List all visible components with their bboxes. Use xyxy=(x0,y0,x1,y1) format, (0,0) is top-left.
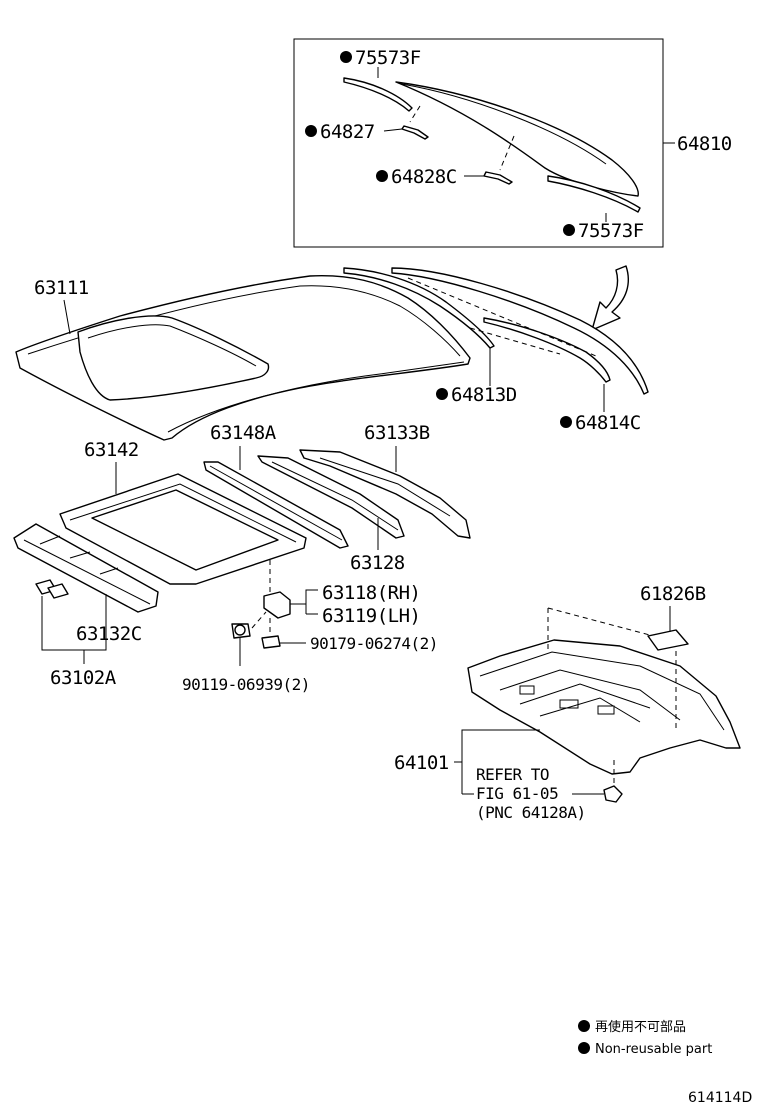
callout-63142: 63142 xyxy=(84,439,139,461)
callout-64827: 64827 xyxy=(320,121,375,143)
legend-marker xyxy=(578,1020,590,1032)
bracket-63118-63119[interactable] xyxy=(263,591,291,619)
legend-jp: 再使用不可部品 xyxy=(595,1019,686,1035)
rail-63128[interactable] xyxy=(257,455,405,539)
callout-75573f-bottom: 75573F xyxy=(578,220,644,242)
callout-63102a: 63102A xyxy=(50,667,117,689)
roof-mouldings-group: 64813D 64814C xyxy=(343,267,649,434)
callout-64101: 64101 xyxy=(394,752,449,774)
callout-63132c: 63132C xyxy=(76,623,142,645)
nut-90179-06274[interactable] xyxy=(261,635,281,649)
moulding-64814c-lower[interactable] xyxy=(483,317,611,383)
moulding-64814c[interactable] xyxy=(391,267,649,395)
callout-64813d: 64813D xyxy=(451,384,517,406)
package-tray-panel-64101[interactable] xyxy=(467,639,741,775)
package-tray-group: 61826B 64101 REFER TO FIG 61-05 (PNC 641… xyxy=(394,583,741,822)
callout-90179: 90179-06274(2) xyxy=(310,634,438,653)
moulding-75573f-top[interactable] xyxy=(343,77,413,112)
legend-marker xyxy=(578,1042,590,1054)
callout-75573f-top: 75573F xyxy=(355,47,421,69)
roof-panel-group: 63111 xyxy=(15,275,471,441)
back-window-glass-group: 75573F 64827 64828C 75573F 64810 xyxy=(293,38,732,248)
callout-64828c: 64828C xyxy=(391,166,457,188)
glass-group-frame xyxy=(293,38,664,248)
callout-63111: 63111 xyxy=(34,277,89,299)
rail-63148a[interactable] xyxy=(203,461,349,549)
moulding-75573f-bottom[interactable] xyxy=(547,175,641,213)
callout-64810: 64810 xyxy=(677,133,732,155)
spacer-64827[interactable] xyxy=(401,125,429,140)
rail-63133b[interactable] xyxy=(299,449,471,539)
spacer-64828c[interactable] xyxy=(483,171,513,185)
callout-90119: 90119-06939(2) xyxy=(182,675,310,694)
label-61826b[interactable] xyxy=(647,629,689,651)
callout-64814c: 64814C xyxy=(575,412,641,434)
sunroof-frame-group: 63142 xyxy=(59,439,307,585)
callout-63128: 63128 xyxy=(350,552,405,574)
callout-63118: 63118(RH) xyxy=(322,582,420,604)
sunroof-opening xyxy=(77,315,270,401)
callout-63119: 63119(LH) xyxy=(322,605,420,627)
refer-note-line2: FIG 61-05 xyxy=(476,784,558,803)
non-reusable-marker xyxy=(376,170,388,182)
callout-63133b: 63133B xyxy=(364,422,430,444)
installation-arrow xyxy=(591,265,630,331)
front-header-group: 63132C 63102A xyxy=(13,523,159,689)
brackets-group: 63118(RH) 63119(LH) 90179-06274(2) 90119… xyxy=(182,560,438,694)
non-reusable-marker xyxy=(305,125,317,137)
non-reusable-marker xyxy=(340,51,352,63)
non-reusable-marker xyxy=(560,416,572,428)
clip-64128a[interactable] xyxy=(603,785,623,803)
callout-61826b: 61826B xyxy=(640,583,706,605)
non-reusable-marker xyxy=(563,224,575,236)
refer-note-line1: REFER TO xyxy=(476,765,549,784)
clip-63102a[interactable] xyxy=(47,583,69,599)
refer-note-line3: (PNC 64128A) xyxy=(476,803,586,822)
back-window-glass[interactable] xyxy=(395,81,639,197)
roof-rails-group: 63148A 63133B 63128 xyxy=(203,422,471,574)
callout-63148a: 63148A xyxy=(210,422,277,444)
legend-en: Non-reusable part xyxy=(595,1042,712,1057)
legend: 再使用不可部品 Non-reusable part xyxy=(578,1019,712,1057)
non-reusable-marker xyxy=(436,388,448,400)
figure-number: 614114D xyxy=(688,1090,752,1106)
